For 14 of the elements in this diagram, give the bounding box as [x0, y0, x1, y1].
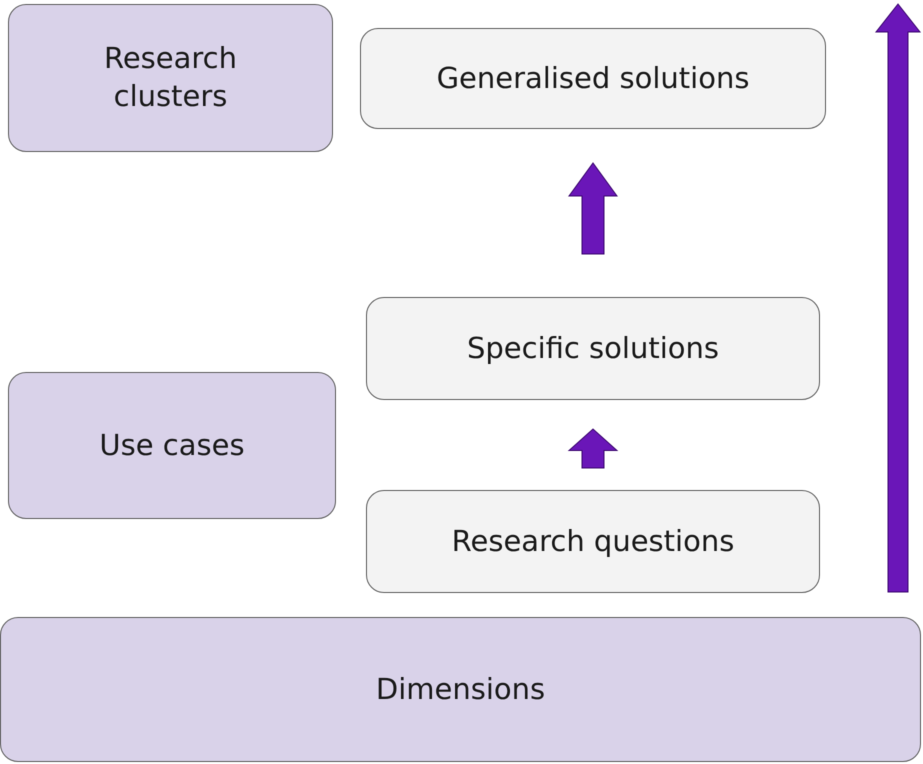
box-label: Use cases — [99, 426, 245, 464]
box-label: Generalised solutions — [436, 60, 750, 97]
process-box — [360, 28, 826, 129]
category-box — [8, 4, 333, 152]
category-box — [8, 372, 336, 519]
box-label: Specific solutions — [466, 330, 720, 367]
block-arrow — [568, 428, 618, 468]
block-arrow — [568, 162, 618, 254]
process-box — [366, 297, 820, 400]
box-label: Research questions — [452, 522, 734, 560]
box-label: Dimensions — [376, 670, 546, 708]
box-label: Research clusters — [102, 40, 238, 115]
category-box — [0, 617, 921, 762]
process-box — [366, 490, 820, 593]
